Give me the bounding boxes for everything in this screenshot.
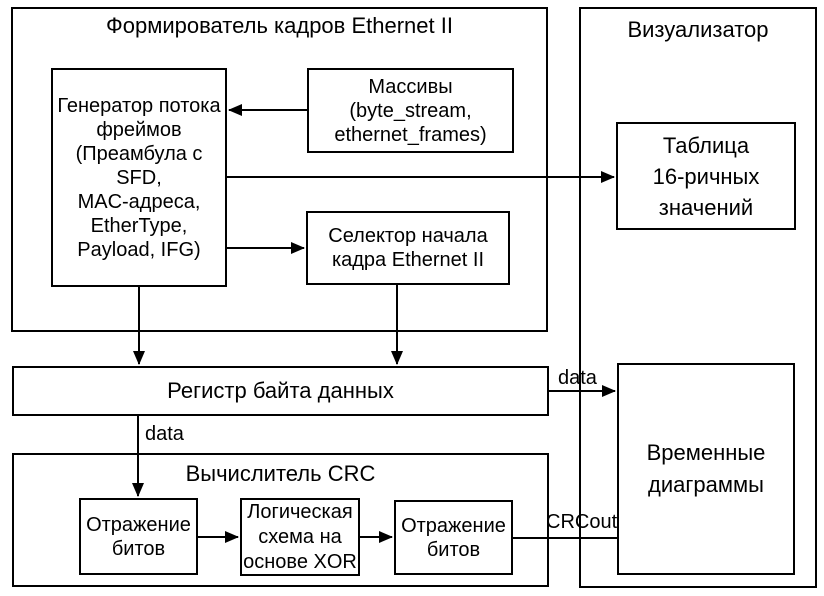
frame-former-container: [11, 7, 548, 332]
bit-reflection-output-block: Отражение битов: [394, 500, 513, 575]
crc-calculator-container: [12, 453, 549, 587]
arrays-block: Массивы (byte_stream, ethernet_frames): [307, 68, 514, 153]
xor-logic-block: Логическая схема на основе XOR: [240, 498, 360, 576]
data-signal-label-to-timing: data: [558, 367, 597, 389]
generator-block: Генератор потока фреймов (Преамбула с SF…: [51, 68, 227, 287]
visualizer-container: [579, 7, 817, 588]
hex-table-block: Таблица 16-ричных значений: [616, 122, 796, 230]
data-signal-label-to-crc: data: [145, 423, 184, 445]
bit-reflection-input-block: Отражение битов: [79, 498, 198, 575]
visualizer-title: Визуализатор: [627, 17, 769, 42]
data-byte-register-block: Регистр байта данных: [12, 366, 549, 416]
crc-calculator-title: Вычислитель CRC: [185, 461, 376, 486]
frame-start-selector-block: Селектор начала кадра Ethernet II: [306, 211, 510, 285]
crcout-signal-label: CRCout: [546, 511, 618, 533]
timing-diagrams-block: Временные диаграммы: [617, 363, 795, 575]
frame-former-title: Формирователь кадров Ethernet II: [106, 13, 453, 38]
